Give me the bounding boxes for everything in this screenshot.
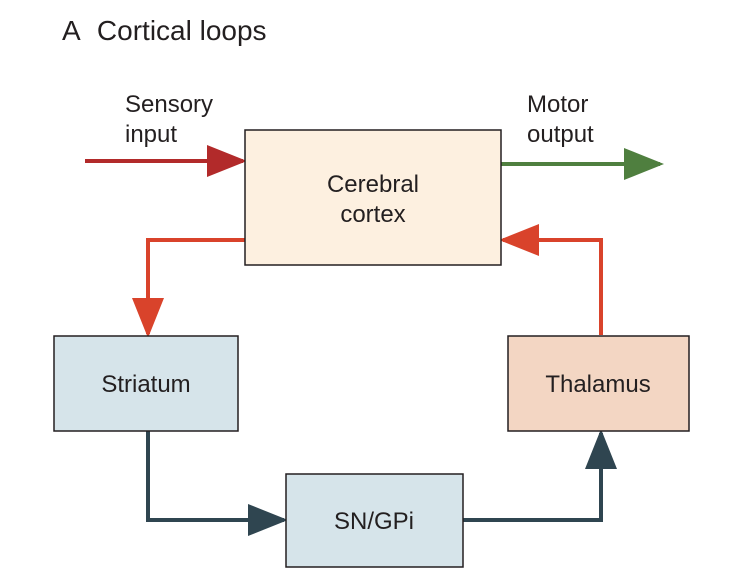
sngpi-box xyxy=(285,473,464,568)
motor-label-line1: Motor xyxy=(527,91,588,118)
striatum-to-sngpi-arrow xyxy=(146,431,288,536)
sngpi-node: SN/GPi xyxy=(285,473,464,568)
cerebral-cortex-box xyxy=(244,129,502,266)
panel-letter: A xyxy=(62,15,81,46)
sngpi-label: SN/GPi xyxy=(334,508,414,535)
cerebral-cortex-label-line2: cortex xyxy=(340,201,405,228)
thalamus-label: Thalamus xyxy=(545,371,650,398)
cerebral-cortex-label-line1: Cerebral xyxy=(327,171,419,198)
panel-heading: Cortical loops xyxy=(97,15,267,46)
panel-title: A Cortical loops xyxy=(62,15,267,46)
sensory-label-line2: input xyxy=(125,121,177,148)
striatum-node: Striatum xyxy=(53,335,239,432)
cortex-to-striatum-arrow xyxy=(132,238,245,338)
thalamus-node: Thalamus xyxy=(507,335,690,432)
sngpi-to-thalamus-arrow xyxy=(463,429,617,522)
striatum-box xyxy=(53,335,239,432)
motor-label-line2: output xyxy=(527,121,594,148)
striatum-label: Striatum xyxy=(101,371,190,398)
cerebral-cortex-node: Cerebral cortex xyxy=(244,129,502,266)
sensory-label-line1: Sensory xyxy=(125,91,213,118)
thalamus-box xyxy=(507,335,690,432)
thalamus-to-cortex-arrow xyxy=(499,224,603,335)
